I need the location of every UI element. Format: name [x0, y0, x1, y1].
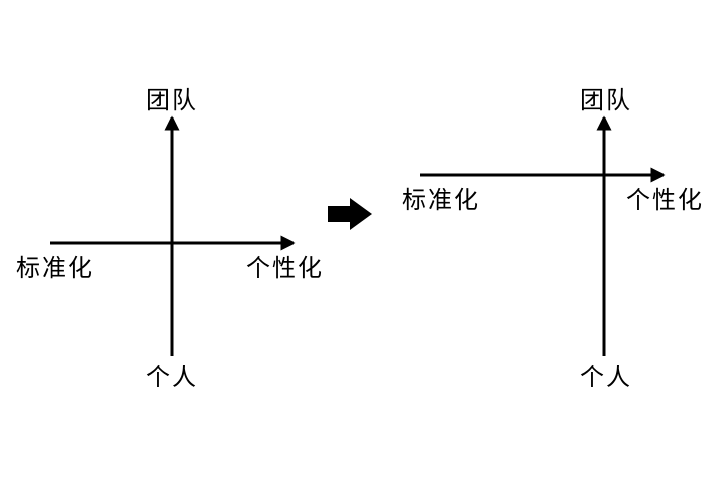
before-bottom-label: 个人: [146, 363, 198, 391]
after-bottom-label: 个人: [580, 363, 632, 391]
before-diagram: [50, 115, 296, 356]
right-arrow-icon: [328, 198, 372, 230]
after-top-label: 团队: [580, 86, 632, 114]
before-top-label: 团队: [146, 86, 198, 114]
after-left-label: 标准化: [402, 186, 480, 214]
after-diagram: [420, 115, 666, 356]
after-right-label: 个性化: [626, 186, 704, 214]
before-right-label: 个性化: [246, 254, 324, 282]
before-left-label: 标准化: [16, 254, 94, 282]
